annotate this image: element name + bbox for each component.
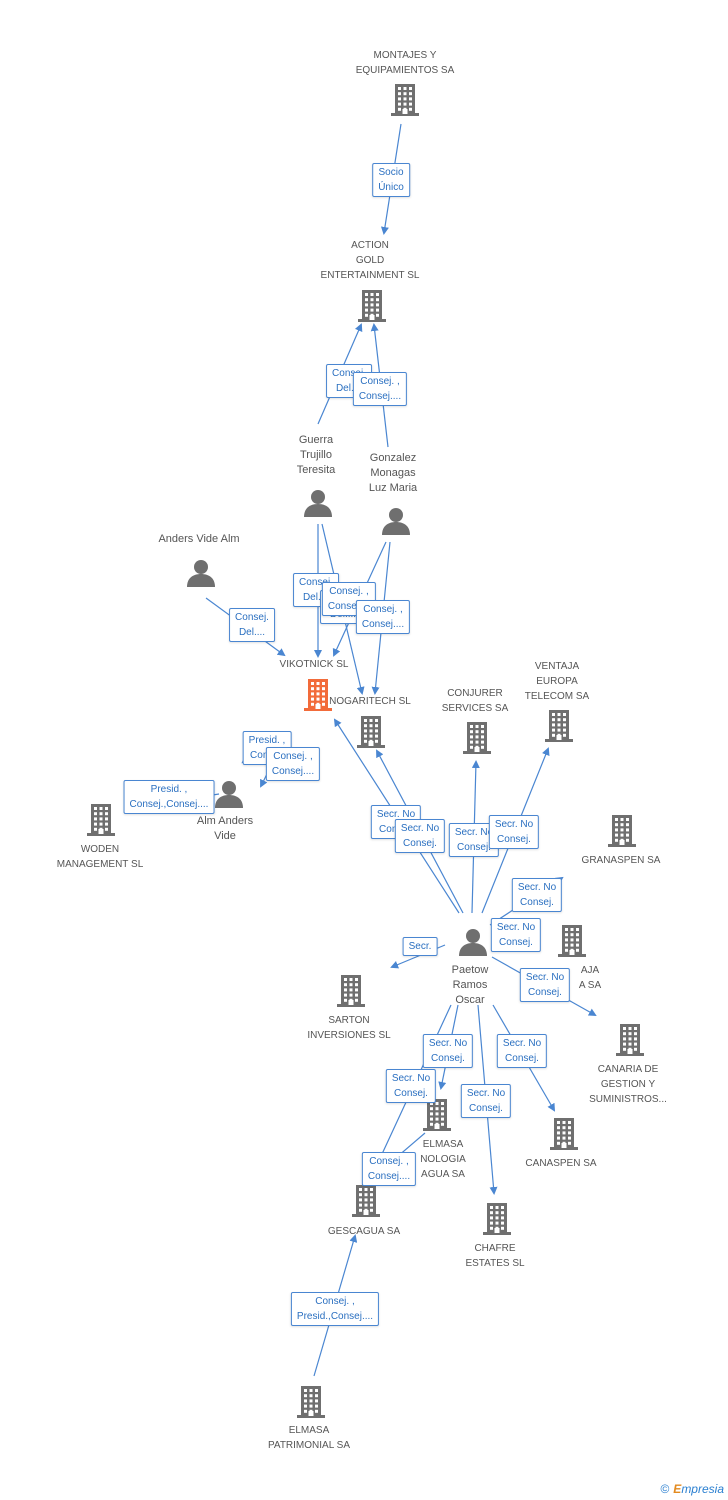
building-icon[interactable] [336,974,366,1013]
node-label-elmasa_tec[interactable]: ELMASA NOLOGIA AGUA SA [420,1139,466,1180]
edge-label-elmasa_pat-to-gescagua[interactable]: Consej. , Presid.,Consej.... [290,1292,380,1326]
building-icon[interactable] [357,289,387,328]
node-label-conjurer[interactable]: CONJURER SERVICES SA [441,688,509,714]
building-icon[interactable] [462,721,492,760]
node-label-alm[interactable]: Alm Anders Vide [196,815,254,842]
node-label-ventaja_europa[interactable]: VENTAJA EUROPA TELECOM SA [524,661,590,702]
building-icon[interactable] [615,1023,645,1062]
edge-label-alm-to-woden[interactable]: Presid. , Consej.,Consej.... [123,780,215,814]
edge-label-alm-to-vikotnick[interactable]: Consej. , Consej.... [265,747,321,781]
edge-label-paetow-to-elmasa_tec[interactable]: Secr. No Consej. [422,1034,474,1068]
node-label-ventaja2[interactable]: AJA A SA [578,965,602,991]
node-label-montajes[interactable]: MONTAJES Y EQUIPAMIENTOS SA [355,50,455,76]
copyright-symbol: © [660,1482,670,1496]
edge-label-paetow-to-canaspen[interactable]: Secr. No Consej. [496,1034,548,1068]
node-label-sarton[interactable]: SARTON INVERSIONES SL [307,1015,391,1041]
edge-label-gonzalez-to-action[interactable]: Consej. , Consej.... [352,372,408,406]
building-icon[interactable] [303,678,333,717]
node-label-woden[interactable]: WODEN MANAGEMENT SL [56,844,144,870]
person-icon[interactable] [186,559,216,592]
edge-label-gonzalez-to-vikotnick[interactable]: Consej. , Consej.... [321,582,377,616]
building-icon[interactable] [482,1202,512,1241]
person-icon[interactable] [303,489,333,522]
node-label-paetow[interactable]: Paetow Ramos Oscar [451,964,489,1006]
edge-label-paetow-to-chafre[interactable]: Secr. No Consej. [460,1084,512,1118]
node-label-elmasa_pat[interactable]: ELMASA PATRIMONIAL SA [267,1425,351,1451]
edge-label-paetow-to-gescagua[interactable]: Secr. No Consej. [385,1069,437,1103]
edge-label-paetow-to-granaspen[interactable]: Secr. No Consej. [511,878,563,912]
building-icon[interactable] [557,924,587,963]
building-icon[interactable] [390,83,420,122]
node-label-canaria[interactable]: CANARIA DE GESTION Y SUMINISTROS... [589,1064,667,1105]
node-label-canaspen[interactable]: CANASPEN SA [525,1158,597,1169]
node-label-guerra[interactable]: Guerra Trujillo Teresita [296,434,336,476]
building-icon[interactable] [544,709,574,748]
person-icon[interactable] [458,928,488,961]
building-icon[interactable] [607,814,637,853]
edge-label-paetow-to-nogaritech[interactable]: Secr. No Consej. [394,819,446,853]
brand-logo-initial: E [673,1482,682,1496]
building-icon[interactable] [351,1184,381,1223]
node-label-granaspen[interactable]: GRANASPEN SA [581,855,661,866]
edge-label-montajes-to-action[interactable]: Socio Único [372,163,410,197]
node-label-anders[interactable]: Anders Vide Alm [158,533,240,545]
node-label-chafre[interactable]: CHAFRE ESTATES SL [465,1243,525,1269]
building-icon[interactable] [86,803,116,842]
edge-label-paetow-to-sarton[interactable]: Secr. [402,937,438,956]
building-icon[interactable] [296,1385,326,1424]
person-icon[interactable] [214,780,244,813]
edge-label-paetow-to-ventaja_europa[interactable]: Secr. No Consej. [488,815,540,849]
building-icon[interactable] [356,715,386,754]
edge-label-anders-to-vikotnick[interactable]: Consej. Del.... [229,608,275,642]
node-label-vikotnick[interactable]: VIKOTNICK SL [279,659,349,670]
edge-label-paetow-to-ventaja2[interactable]: Secr. No Consej. [490,918,542,952]
brand-footer[interactable]: ©Empresia [660,1482,724,1496]
building-icon[interactable] [422,1098,452,1137]
node-label-gescagua[interactable]: GESCAGUA SA [327,1226,401,1237]
node-label-nogaritech[interactable]: NOGARITECH SL [329,696,411,707]
edge-label-elmasa_tec-to-gescagua[interactable]: Consej. , Consej.... [361,1152,417,1186]
person-icon[interactable] [381,507,411,540]
edge-label-paetow-to-canaria[interactable]: Secr. No Consej. [519,968,571,1002]
edge-label-gonzalez-to-nogaritech[interactable]: Consej. , Consej.... [355,600,411,634]
node-label-action[interactable]: ACTION GOLD ENTERTAINMENT SL [320,240,420,281]
brand-logo-text: mpresia [681,1482,724,1496]
node-label-gonzalez[interactable]: Gonzalez Monagas Luz Maria [368,452,418,494]
building-icon[interactable] [549,1117,579,1156]
